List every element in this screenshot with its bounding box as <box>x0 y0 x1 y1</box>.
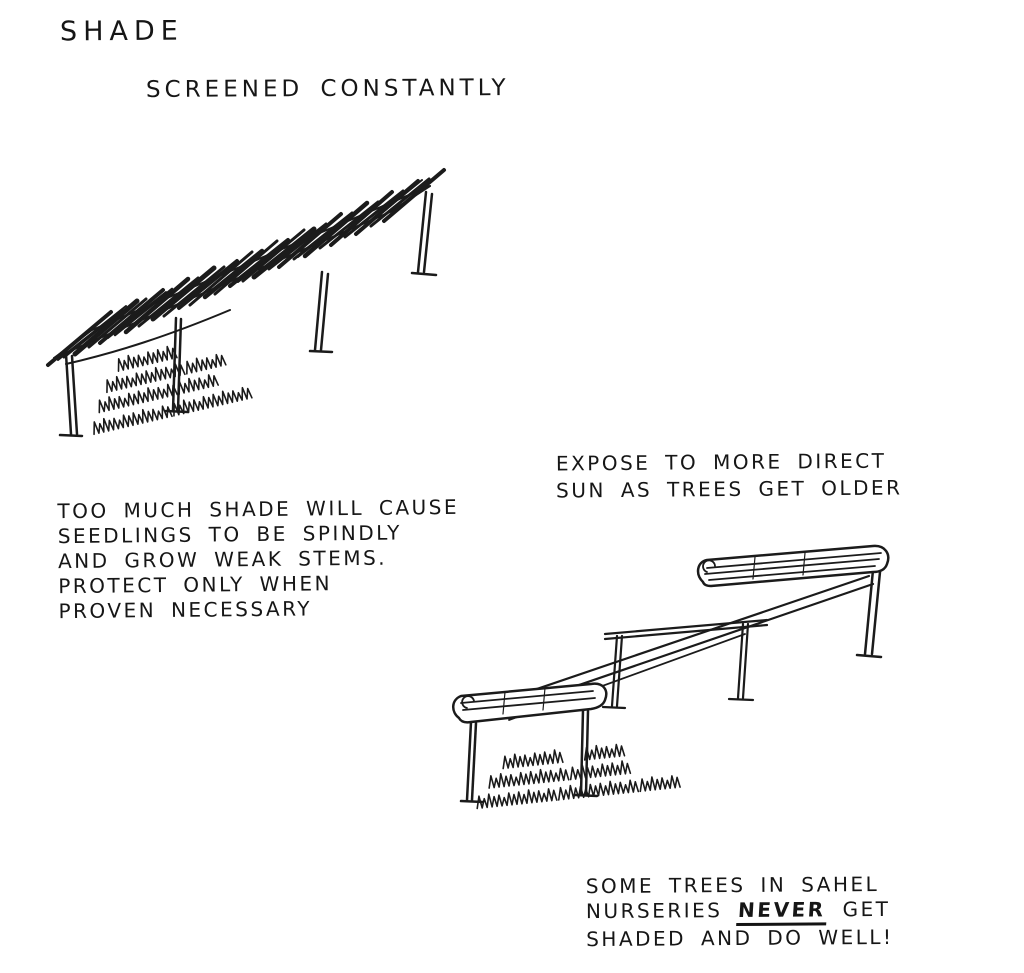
seedlings-scribble <box>476 743 681 810</box>
note-line: EXPOSE TO MORE DIRECT <box>555 448 887 476</box>
caption-screened-constantly: SCREENED CONSTANTLY <box>145 75 510 103</box>
note-line: PROVEN NECESSARY <box>58 596 313 624</box>
note-line-segment: NURSERIES <box>585 898 723 924</box>
rolled-shade-sketch <box>452 544 890 810</box>
note-too-much-shade: TOO MUCH SHADE WILL CAUSE SEEDLINGS TO B… <box>57 495 460 624</box>
note-line: SEEDLINGS TO BE SPINDLY <box>57 520 403 549</box>
never-underlined-word: NEVER <box>736 897 829 927</box>
note-sahel-nurseries: SOME TREES IN SAHEL NURSERIES NEVER GET … <box>586 872 894 952</box>
note-line-segment: GET <box>842 896 891 922</box>
note-line: SUN AS TREES GET OLDER <box>556 475 903 503</box>
note-line: SHADED AND DO WELL! <box>586 924 894 952</box>
adjustable-shade-structure-drawing <box>445 538 895 834</box>
note-line: SOME TREES IN SAHEL <box>585 872 880 899</box>
page-title: SHADE <box>59 15 184 48</box>
seedlings-scribble <box>93 345 253 436</box>
constant-shade-structure-drawing <box>38 160 474 452</box>
note-expose-sun: EXPOSE TO MORE DIRECT SUN AS TREES GET O… <box>556 447 903 504</box>
note-line: NURSERIES NEVER GET <box>586 897 894 927</box>
shade-canopy-sketch <box>46 168 446 438</box>
